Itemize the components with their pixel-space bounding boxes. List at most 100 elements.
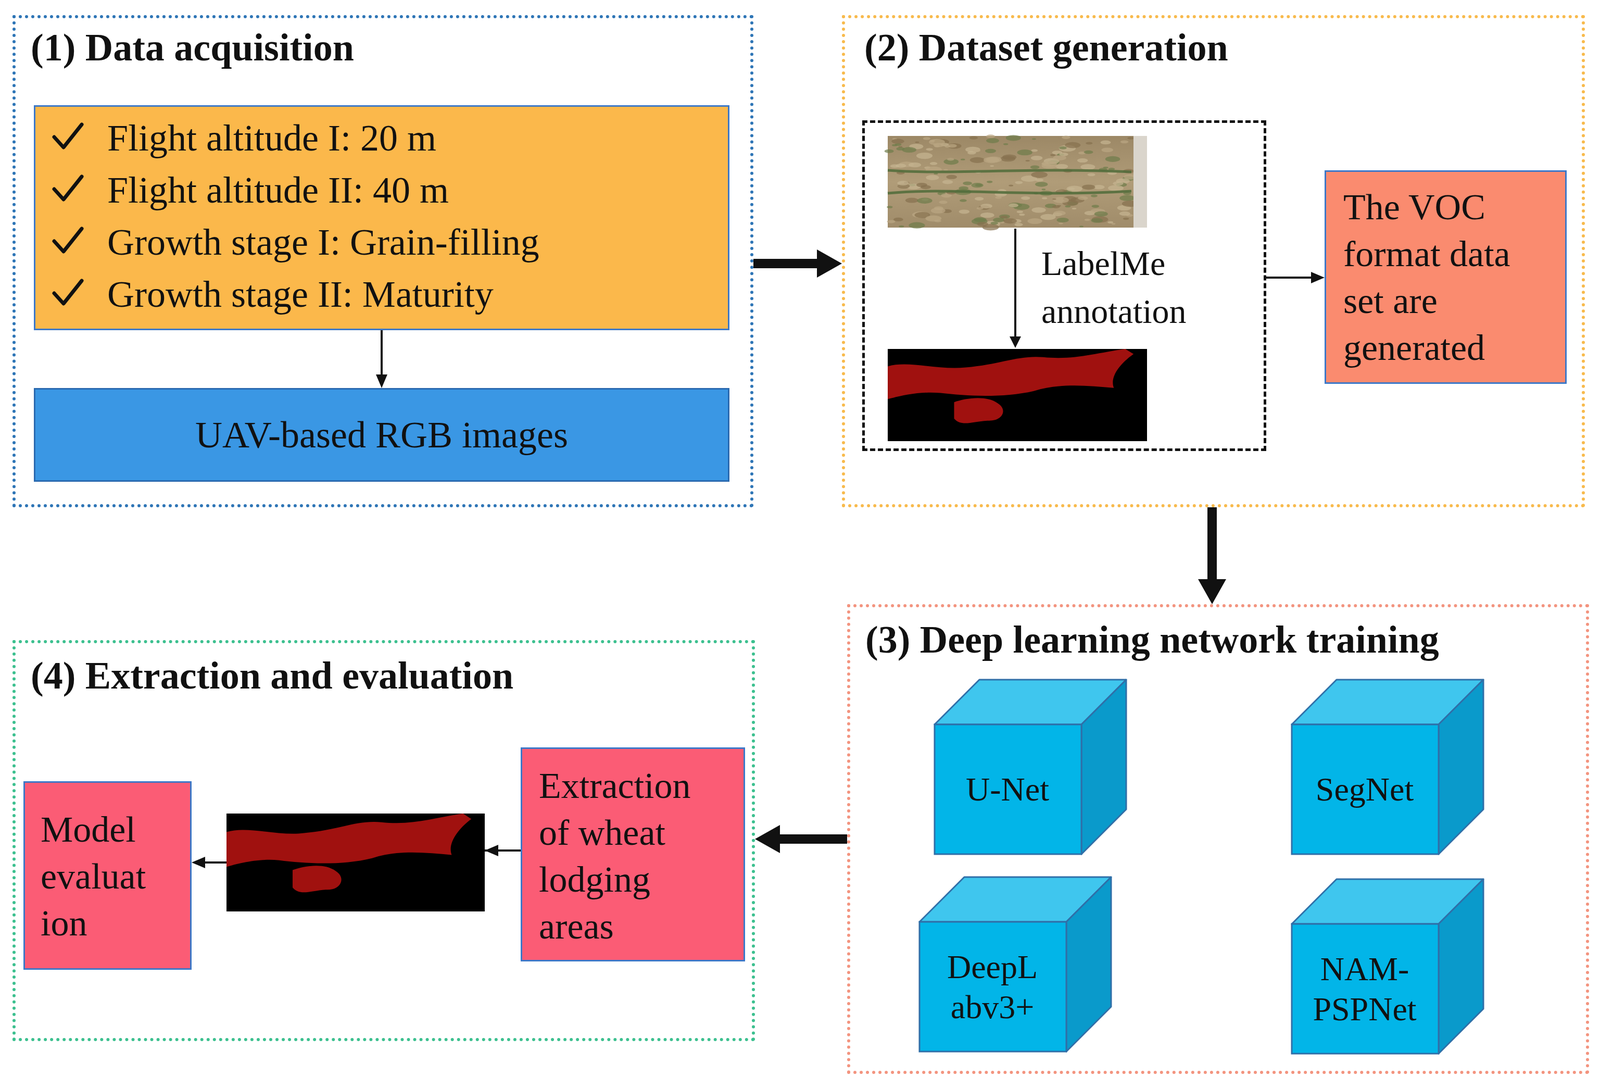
field-texture (962, 181, 973, 186)
mask-ground (226, 813, 485, 912)
field-texture (1014, 222, 1024, 226)
field-texture (947, 143, 957, 148)
field-texture (947, 157, 955, 161)
field-texture (990, 221, 999, 225)
field-texture (1008, 203, 1019, 208)
box-label: Growth stage II: Maturity (107, 268, 540, 321)
text-holder: Extraction of wheat lodging areas (538, 762, 711, 950)
field-texture (1087, 172, 1096, 176)
field-road (1133, 135, 1148, 228)
field-texture (986, 180, 993, 183)
text-holder: Model evaluation (40, 805, 151, 947)
field-texture (1031, 137, 1036, 140)
flow-arrow (1207, 507, 1217, 579)
field-texture (887, 219, 896, 223)
crop-row (887, 170, 1132, 172)
annotation-arrowhead (1009, 336, 1022, 348)
text-holder: (2) Dataset generation (864, 25, 1229, 70)
field-texture (974, 196, 984, 201)
text-holder: (3) Deep learning network training (865, 617, 1440, 662)
field-texture (930, 207, 946, 214)
field-texture (1077, 196, 1089, 201)
field-texture (1094, 211, 1108, 217)
field-texture (1005, 134, 1022, 141)
field-texture (1002, 154, 1017, 160)
field-texture (1041, 160, 1057, 167)
field-texture (1031, 207, 1046, 213)
field-texture (933, 142, 944, 147)
field-texture (897, 180, 909, 186)
field-texture (1064, 142, 1081, 149)
text-holder: Flight altitude I: 20 mFlight altitude I… (107, 111, 540, 321)
panel-title: (2) Dataset generation (864, 25, 1229, 70)
field-texture (916, 197, 932, 204)
text-holder: SegNet (1290, 724, 1439, 855)
annotation-frame: LabelMe annotation (862, 120, 1267, 451)
field-texture (891, 139, 904, 144)
field-texture (959, 209, 970, 214)
field-texture (1053, 155, 1067, 161)
text-holder: LabelMe annotation (1041, 239, 1250, 336)
box-label: NAM-PSPNet (1304, 949, 1425, 1030)
field-texture (1111, 222, 1116, 225)
field-texture (943, 168, 948, 171)
checkmark (54, 280, 82, 304)
field-texture (1084, 218, 1091, 221)
field-texture (1059, 146, 1067, 150)
field-texture (939, 200, 948, 204)
text-holder: (1) Data acquisition (30, 25, 355, 70)
field-texture (1055, 164, 1068, 169)
flow-arrow (1266, 276, 1312, 279)
stage-panel: Extraction of wheat lodging areas Model e… (12, 639, 755, 1041)
field-texture (1053, 210, 1066, 216)
box-label: Model evaluation (40, 805, 151, 947)
field-texture (1017, 149, 1033, 156)
lodging-region (226, 813, 472, 867)
network-cube: SegNet (1290, 678, 1485, 855)
lodging-region (887, 348, 1134, 399)
field-texture (923, 136, 931, 141)
output-box: The VOC format data set are generated (1324, 170, 1567, 384)
field-texture (1112, 181, 1124, 186)
field-texture (1080, 164, 1095, 170)
box-label: DeepLabv3+ (944, 947, 1041, 1028)
field-texture (977, 221, 989, 226)
field-texture (895, 143, 902, 146)
lodging-region (953, 397, 1003, 423)
field-texture (1119, 194, 1135, 201)
stage-panel: U-Net SegNetDeepLabv3+ NAM-PSPNet (3) Deep … (847, 603, 1590, 1074)
network-cube: U-Net (933, 678, 1128, 855)
field-texture (1090, 194, 1098, 198)
field-texture (1119, 211, 1131, 216)
field-texture (1066, 185, 1082, 193)
field-texture (1030, 155, 1043, 161)
field-texture (1041, 197, 1048, 200)
field-texture (1021, 196, 1030, 200)
field-texture (986, 134, 996, 138)
panel-title: (4) Extraction and evaluation (30, 653, 514, 698)
field-texture (1085, 141, 1093, 145)
box-label: Flight altitude II: 40 m (107, 164, 540, 217)
box-label: The VOC format data set are generated (1343, 183, 1557, 372)
network-cube: NAM-PSPNet (1290, 877, 1485, 1055)
field-texture (1077, 158, 1089, 163)
field-texture (898, 225, 904, 228)
annotation-arrow (1014, 228, 1017, 337)
field-texture (916, 182, 928, 187)
field-texture (972, 148, 981, 153)
checkmark (54, 176, 82, 200)
field-texture (1072, 207, 1077, 210)
field-texture (1025, 159, 1030, 162)
cube-shape (933, 678, 1128, 855)
parameter-box: Flight altitude I: 20 mFlight altitude I… (33, 105, 730, 331)
result-arrowhead (484, 844, 499, 856)
field-texture (895, 163, 906, 168)
field-texture (1123, 217, 1130, 221)
field-texture (1107, 221, 1114, 224)
field-texture (1091, 204, 1100, 208)
field-texture (983, 156, 1000, 163)
field-texture (986, 137, 1000, 144)
field-texture (959, 198, 967, 202)
field-texture (1016, 210, 1024, 213)
field-texture (1014, 181, 1023, 185)
